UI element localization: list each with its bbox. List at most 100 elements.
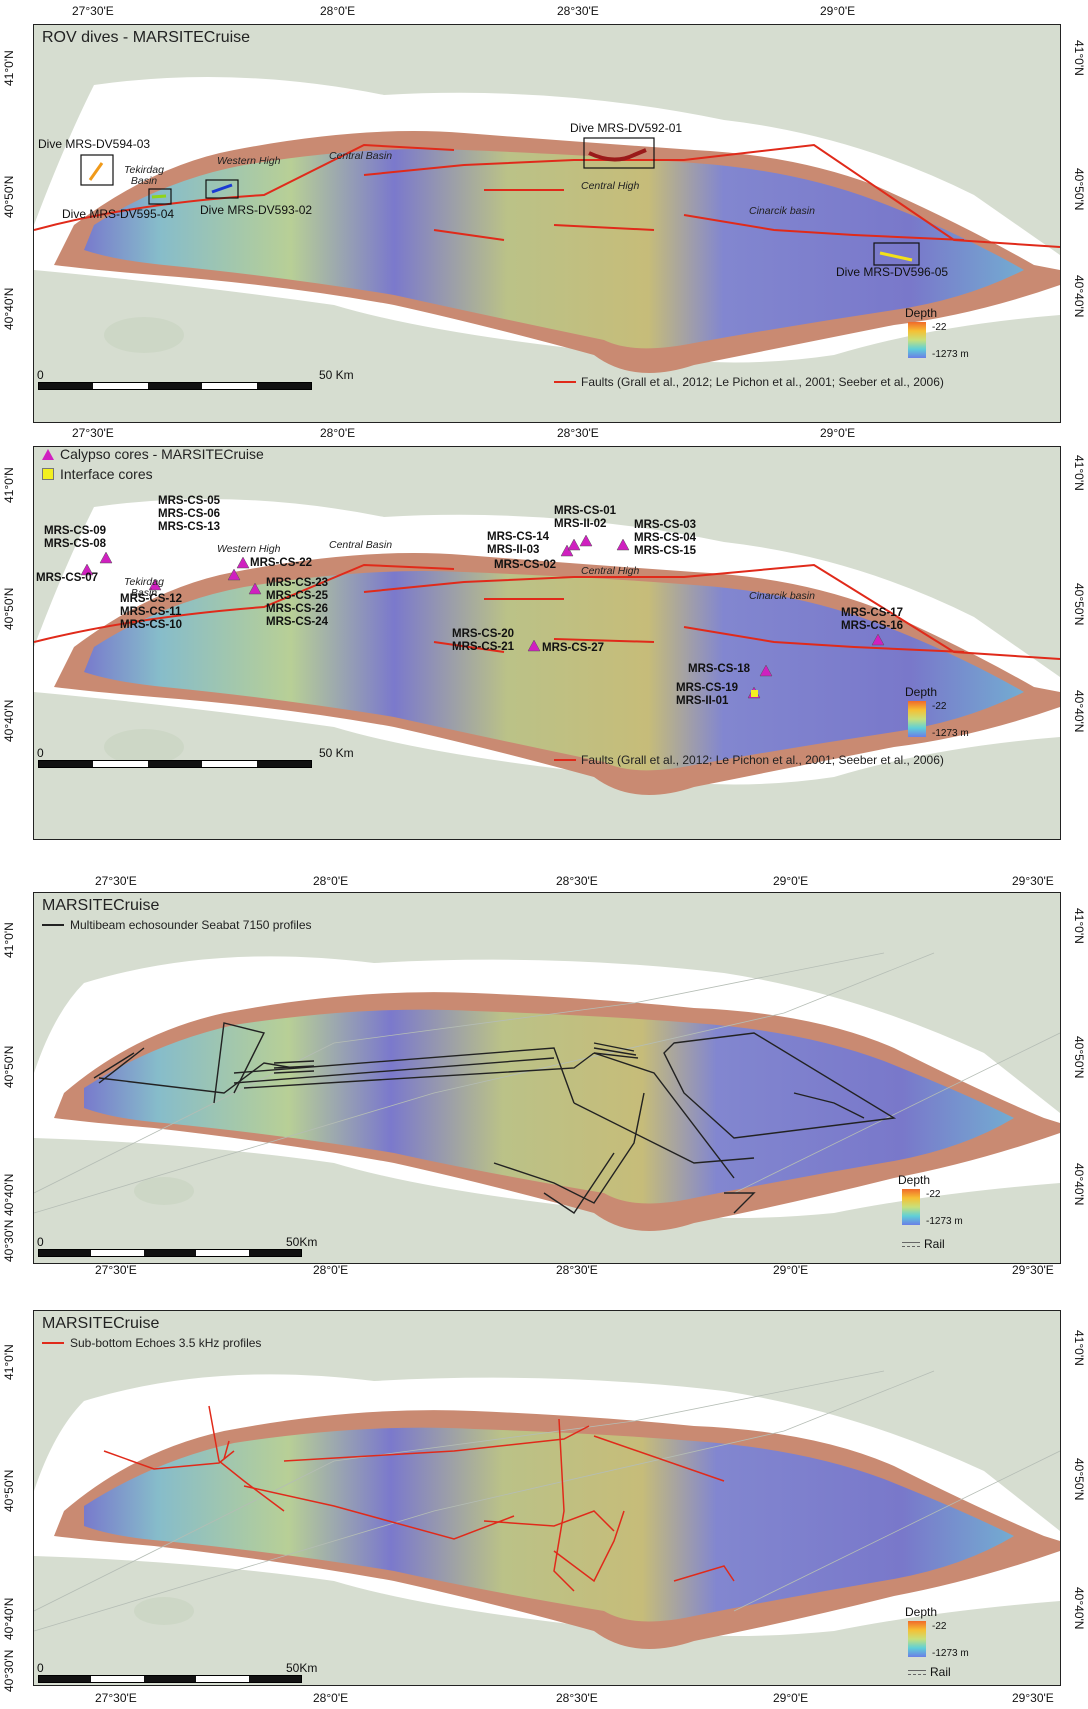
tick-bottom-p3-2: 28°0'E	[313, 1263, 349, 1277]
depth-title-p3: Depth	[898, 1173, 931, 1187]
place-cinarcik-2: Cinarcik basin	[749, 590, 815, 602]
place-cinarcik: Cinarcik basin	[749, 205, 815, 217]
map-panel-cores: Calypso cores - MARSITECruise Interface …	[33, 446, 1061, 840]
faults-legend-p1: Faults (Grall et al., 2012; Le Pichon et…	[554, 375, 944, 389]
legend-interface-cores: Interface cores	[42, 466, 153, 482]
dive-label-593: Dive MRS-DV593-02	[200, 203, 313, 217]
scale-left-p2: 0	[37, 746, 44, 760]
tick-top-p1-3: 28°30'E	[557, 4, 599, 18]
depth-colorbar-p4	[908, 1621, 926, 1657]
dive-label-592: Dive MRS-DV592-01	[570, 121, 683, 135]
tick-left-p4-2: 40°50'N	[2, 1469, 16, 1512]
scale-left-p1: 0	[37, 368, 44, 382]
place-western-high-2: Western High	[217, 543, 281, 555]
bathymetry-map-1	[34, 25, 1060, 422]
core-group-27: MRS-CS-27	[542, 642, 604, 654]
depth-max-p1: -22	[932, 322, 947, 333]
legend-subbottom: Sub-bottom Echoes 3.5 kHz profiles	[42, 1336, 261, 1350]
place-central-basin: Central Basin	[329, 150, 393, 162]
dive-label-594: Dive MRS-DV594-03	[38, 137, 151, 151]
legend-multibeam: Multibeam echosounder Seabat 7150 profil…	[42, 918, 312, 932]
core-group-18: MRS-CS-18	[688, 663, 750, 675]
tick-top-p2-4: 29°0'E	[820, 426, 856, 440]
rail-lines-3	[34, 952, 1060, 1214]
core-group-03-04-15: MRS-CS-03 MRS-CS-04 MRS-CS-15	[634, 519, 696, 557]
multibeam-profiles	[93, 1022, 897, 1214]
depth-max-p3: -22	[926, 1189, 941, 1200]
core-group-17-16: MRS-CS-17 MRS-CS-16	[841, 607, 903, 632]
tick-left-p3-2: 40°50'N	[2, 1045, 16, 1088]
tick-top-p3-3: 28°30'E	[556, 874, 598, 888]
bathymetry-map-4	[34, 1311, 1060, 1685]
tick-top-p1-1: 27°30'E	[72, 4, 114, 18]
legend-calypso-cores: Calypso cores - MARSITECruise	[42, 447, 264, 462]
tick-bottom-p4-1: 27°30'E	[95, 1691, 137, 1705]
depth-min-p1: -1273 m	[932, 349, 969, 360]
tick-right-p4-1: 41°0'N	[1072, 1330, 1086, 1366]
tick-top-p3-5: 29°30'E	[1012, 874, 1054, 888]
core-group-20-21: MRS-CS-20 MRS-CS-21	[452, 628, 514, 653]
core-group-14-ii03: MRS-CS-14 MRS-II-03	[487, 531, 549, 556]
tick-left-p2-2: 40°50'N	[2, 587, 16, 630]
subbottom-profiles	[103, 1405, 735, 1592]
scale-bar-p4	[38, 1675, 302, 1683]
depth-max-p2: -22	[932, 701, 947, 712]
depth-title-p1: Depth	[905, 306, 938, 320]
tick-right-p3-3: 40°40'N	[1072, 1163, 1086, 1206]
core-group-02: MRS-CS-02	[494, 559, 556, 571]
scale-right-p1: 50 Km	[319, 368, 354, 382]
scale-left-p3: 0	[37, 1235, 44, 1249]
tick-top-p3-2: 28°0'E	[313, 874, 349, 888]
scale-bar-p3	[38, 1249, 302, 1257]
tick-top-p3-1: 27°30'E	[95, 874, 137, 888]
tick-left-p2-3: 40°40'N	[2, 699, 16, 742]
core-markers	[80, 534, 885, 699]
depth-min-p2: -1273 m	[932, 728, 969, 739]
map-panel-subbottom: MARSITECruise Sub-bottom Echoes 3.5 kHz …	[33, 1310, 1061, 1686]
place-western-high: Western High	[217, 155, 281, 167]
map-panel-rov-dives: ROV dives - MARSITECruise Dive MRS-DV594…	[33, 24, 1061, 423]
tick-bottom-p4-3: 28°30'E	[556, 1691, 598, 1705]
place-tekirdag: Tekirdag Basin	[124, 164, 164, 187]
tick-top-p3-4: 29°0'E	[773, 874, 809, 888]
tick-left-p4-3: 40°40'N	[2, 1597, 16, 1640]
depth-colorbar-p3	[902, 1189, 920, 1225]
tick-left-p1-1: 41°0'N	[2, 50, 16, 86]
tick-right-p4-3: 40°40'N	[1072, 1587, 1086, 1630]
bathymetry-map-3	[34, 893, 1060, 1263]
tick-bottom-p3-3: 28°30'E	[556, 1263, 598, 1277]
tick-top-p2-1: 27°30'E	[72, 426, 114, 440]
depth-title-p2: Depth	[905, 685, 938, 699]
tick-right-p3-1: 41°0'N	[1072, 908, 1086, 944]
faults-lines	[34, 143, 1060, 248]
tick-bottom-p3-4: 29°0'E	[773, 1263, 809, 1277]
depth-min-p4: -1273 m	[932, 1648, 969, 1659]
panel-title-subbottom: MARSITECruise	[42, 1315, 160, 1332]
scale-right-p2: 50 Km	[319, 746, 354, 760]
panel-title-rov-dives: ROV dives - MARSITECruise	[42, 29, 251, 46]
dive-label-595: Dive MRS-DV595-04	[62, 207, 175, 221]
tick-bottom-p3-5: 29°30'E	[1012, 1263, 1054, 1277]
tick-bottom-p4-2: 28°0'E	[313, 1691, 349, 1705]
tick-top-p2-2: 28°0'E	[320, 426, 356, 440]
tick-right-p1-1: 41°0'N	[1072, 40, 1086, 76]
depth-min-p3: -1273 m	[926, 1216, 963, 1227]
tick-left-p1-3: 40°40'N	[2, 287, 16, 330]
dive-label-596: Dive MRS-DV596-05	[836, 265, 949, 279]
tick-left-p3-4: 40°30'N	[2, 1219, 16, 1262]
core-group-23-25-26-24: MRS-CS-23 MRS-CS-25 MRS-CS-26 MRS-CS-24	[266, 577, 328, 628]
scale-bar-p2	[38, 760, 312, 768]
rail-legend-p3: Rail	[902, 1237, 945, 1251]
rail-legend-p4: Rail	[908, 1665, 951, 1679]
tick-left-p3-3: 40°40'N	[2, 1173, 16, 1216]
depth-colorbar-p2	[908, 701, 926, 737]
depth-title-p4: Depth	[905, 1605, 938, 1619]
panel-title-multibeam: MARSITECruise	[42, 897, 160, 914]
scale-right-p3: 50Km	[286, 1235, 318, 1249]
tick-bottom-p4-5: 29°30'E	[1012, 1691, 1054, 1705]
core-group-05-06-13: MRS-CS-05 MRS-CS-06 MRS-CS-13	[158, 495, 220, 533]
map-panel-multibeam: MARSITECruise Multibeam echosounder Seab…	[33, 892, 1061, 1264]
faults-lines-2	[34, 563, 1060, 660]
tick-top-p1-4: 29°0'E	[820, 4, 856, 18]
tick-right-p2-1: 41°0'N	[1072, 455, 1086, 491]
